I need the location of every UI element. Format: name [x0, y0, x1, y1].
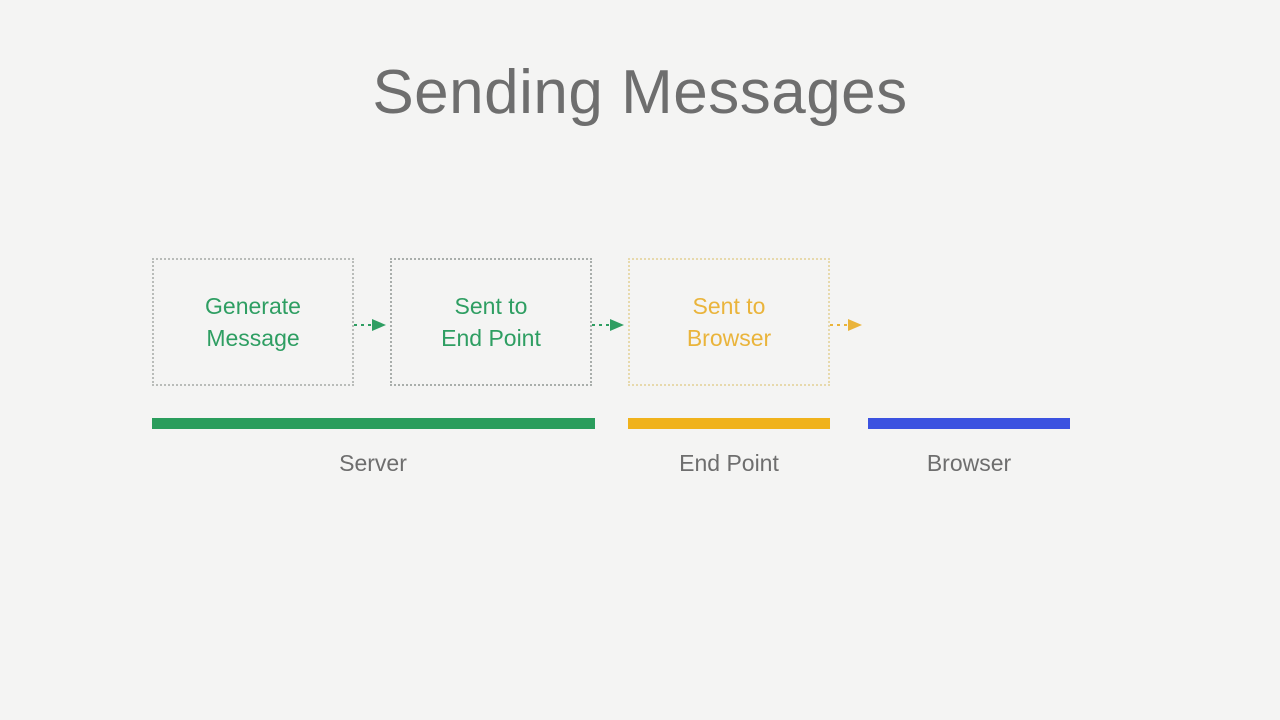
lane-bar-browser	[868, 418, 1070, 429]
lane-label-browser: Browser	[926, 450, 1012, 476]
flow-step-label: Sent to End Point	[441, 293, 541, 351]
lane-bar-endpoint	[628, 418, 830, 429]
lane-label-server: Server	[339, 450, 407, 476]
flow-step-label: Generate Message	[205, 293, 301, 351]
lane-bar-server	[152, 418, 595, 429]
flow-step-sent-to-browser[interactable]: Sent to Browser	[628, 258, 830, 386]
flow-step-label: Sent to Browser	[686, 293, 772, 351]
arrow-right-icon	[828, 318, 868, 332]
lane-label-endpoint: End Point	[679, 450, 779, 476]
arrow-right-icon	[352, 318, 392, 332]
page-title: Sending Messages	[372, 58, 908, 127]
arrow-right-icon	[590, 318, 630, 332]
flow-step-generate-message[interactable]: Generate Message	[152, 258, 354, 386]
flow-step-sent-to-end-point[interactable]: Sent to End Point	[390, 258, 592, 386]
